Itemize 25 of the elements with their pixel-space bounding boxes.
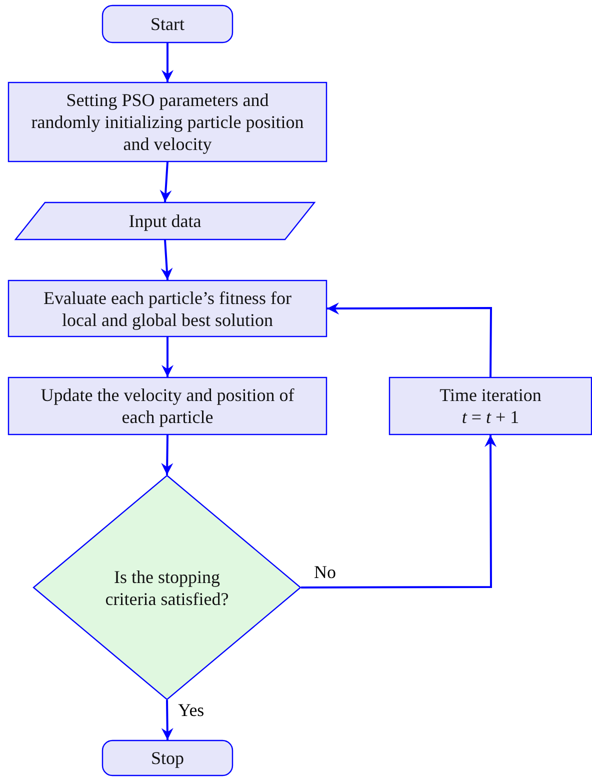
start-terminal (102, 5, 233, 43)
node-text: Stop (150, 747, 184, 769)
arrow (160, 240, 173, 280)
arrow (161, 700, 174, 740)
input-parallelogram (15, 202, 315, 240)
node-text: Input data (128, 210, 202, 232)
decision-diamond (33, 475, 301, 700)
process-box (8, 280, 327, 337)
arrow (327, 302, 492, 377)
node-text: Update the velocity and position of each particle (40, 384, 296, 428)
node-text: t = t + 1 (462, 406, 520, 428)
node-text: Time iteration (440, 384, 542, 406)
node-text: Setting PSO parameters and randomly initializing particle position and velocity (30, 89, 305, 155)
arrow (162, 43, 174, 82)
process-box (389, 377, 592, 435)
node-text: Start (150, 13, 184, 35)
node-text: Is the stopping criteria satisfied? (104, 566, 230, 610)
arrow (160, 162, 172, 202)
process-box (8, 82, 327, 162)
stop-terminal (102, 740, 233, 776)
process-box (8, 377, 327, 435)
node-text: Evaluate each particle’s fitness for local and global best solution (42, 286, 292, 330)
arrow (161, 434, 174, 476)
arrow (301, 435, 497, 588)
arrow (162, 337, 174, 377)
